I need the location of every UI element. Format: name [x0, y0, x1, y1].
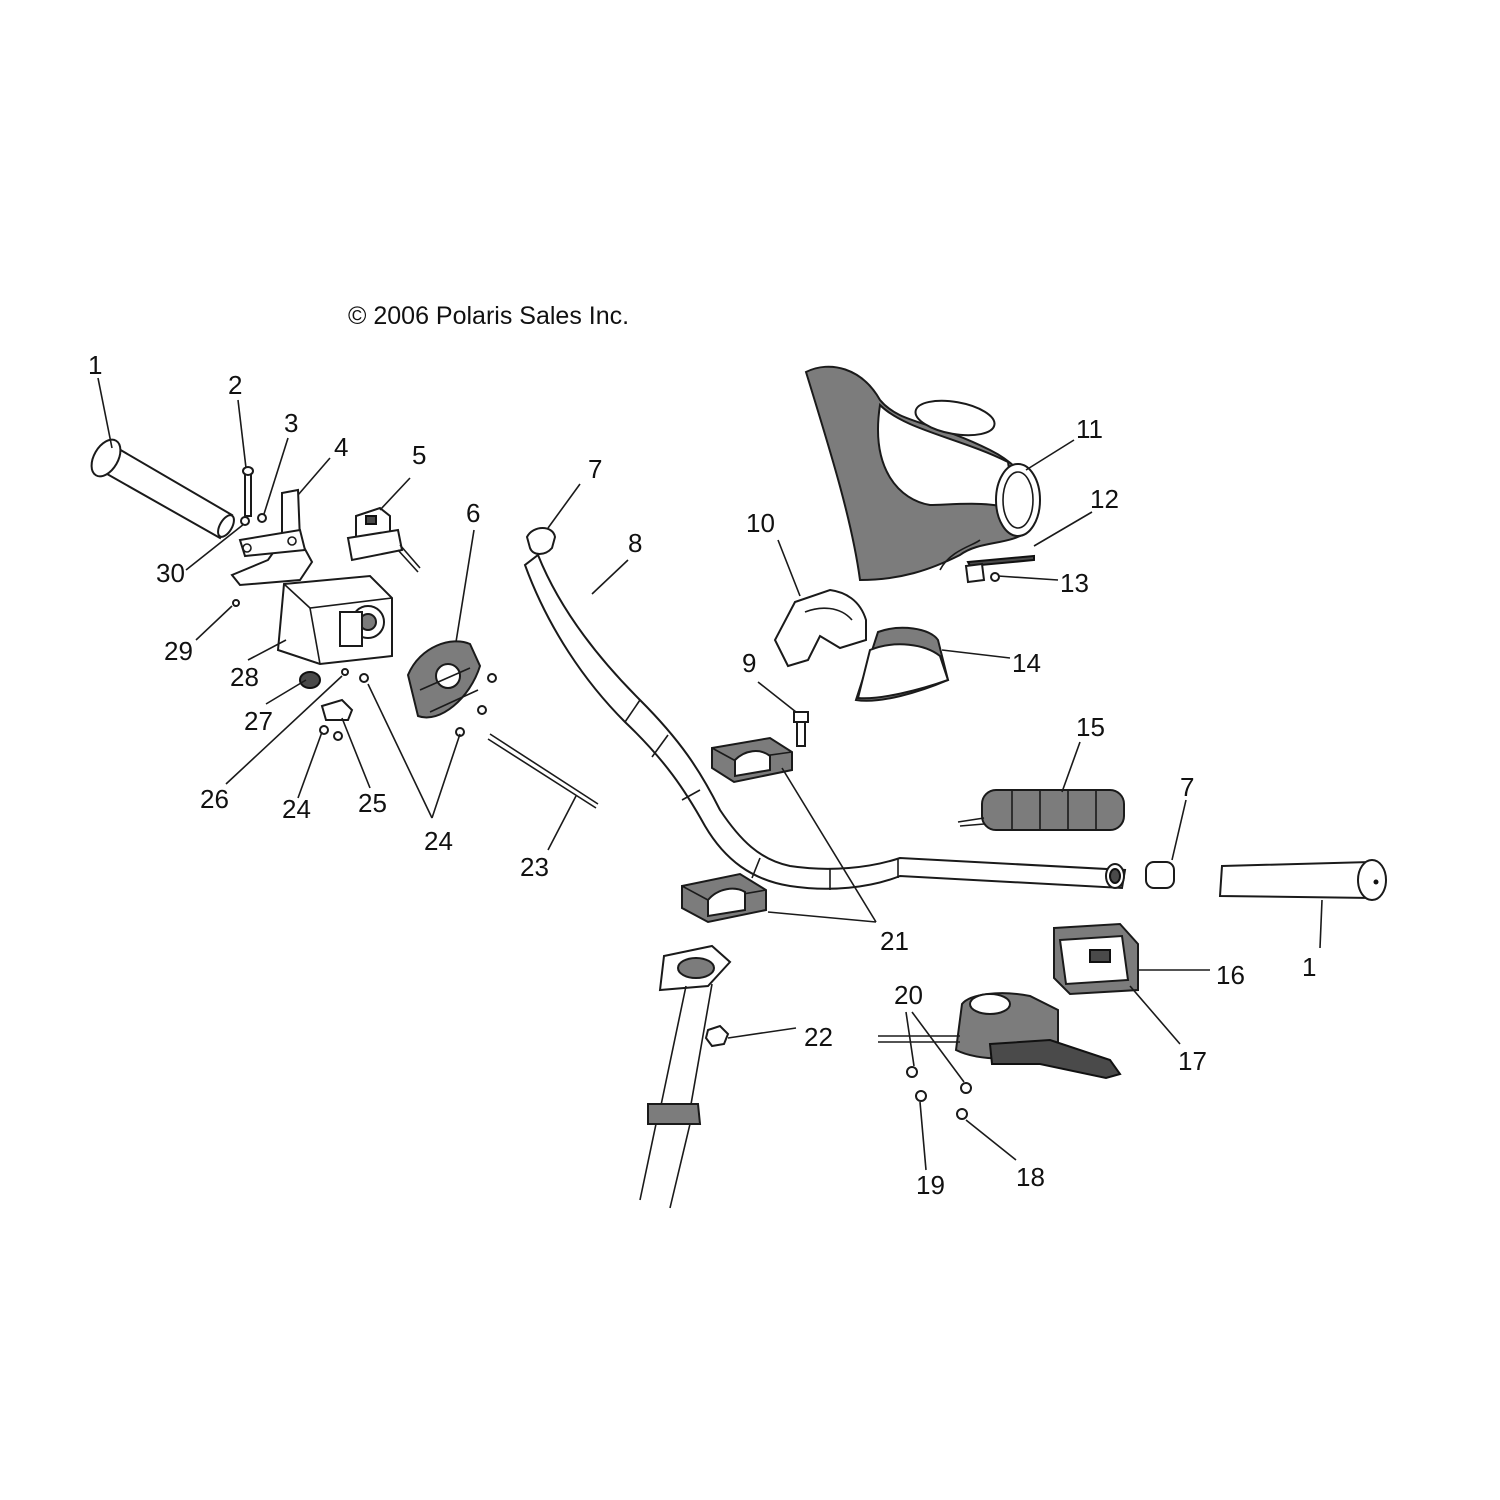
bar-end-plug-left	[525, 527, 557, 555]
callout-8: 8	[628, 528, 642, 558]
callout-5: 5	[412, 440, 426, 470]
throttle-cable	[487, 733, 599, 809]
clamp-lower	[681, 872, 767, 924]
callout-28: 28	[230, 662, 259, 692]
callout-12: 12	[1090, 484, 1119, 514]
callout-1-left: 1	[88, 350, 102, 380]
callout-29: 29	[164, 636, 193, 666]
pad-bracket	[939, 539, 1035, 584]
callout-30: 30	[156, 558, 185, 588]
screw-29	[232, 599, 240, 607]
grip-heater	[957, 789, 1125, 831]
bar-end-plug-right	[1145, 861, 1175, 889]
switch-housing	[1053, 922, 1139, 996]
throttle-housing	[276, 574, 393, 666]
screw-13	[990, 572, 1000, 582]
bolt-9	[793, 711, 809, 747]
callout-19: 19	[916, 1170, 945, 1200]
callout-24-right: 24	[424, 826, 453, 856]
handlebar-pad	[804, 365, 1041, 582]
callout-27: 27	[244, 706, 273, 736]
throttle-lever	[230, 488, 314, 587]
callout-25: 25	[358, 788, 387, 818]
callout-3: 3	[284, 408, 298, 438]
cover-plate-25	[320, 698, 354, 721]
callout-11: 11	[1076, 414, 1103, 444]
callout-7-left: 7	[588, 454, 602, 484]
callout-21: 21	[880, 926, 909, 956]
callout-26: 26	[200, 784, 229, 814]
callout-20: 20	[894, 980, 923, 1010]
handlebar-cover	[773, 588, 867, 668]
callout-10: 10	[746, 508, 775, 538]
callout-9: 9	[742, 648, 756, 678]
callout-14: 14	[1012, 648, 1041, 678]
pin	[242, 466, 254, 517]
left-grip	[90, 438, 235, 540]
callout-2: 2	[228, 370, 242, 400]
boot-27	[299, 671, 321, 689]
callout-24-left: 24	[282, 794, 311, 824]
steering-post	[639, 944, 732, 1209]
screws-24	[319, 673, 497, 741]
callout-16: 16	[1216, 960, 1245, 990]
switch	[346, 506, 421, 573]
brake-lever-assembly	[878, 992, 1122, 1080]
callout-15: 15	[1076, 712, 1105, 742]
clip-26	[341, 668, 349, 676]
callout-7-right: 7	[1180, 772, 1194, 802]
nut-22	[704, 1024, 730, 1048]
washer-30	[240, 516, 250, 526]
callout-4: 4	[334, 432, 348, 462]
callout-labels: 1 2 3 4 5 6 7 8 9 10 11 12 13 14 15 7 16…	[88, 350, 1316, 1200]
screws-18-20	[906, 1066, 972, 1120]
right-grip	[1218, 859, 1387, 901]
copyright-notice: © 2006 Polaris Sales Inc.	[348, 302, 630, 330]
callout-6: 6	[466, 498, 480, 528]
clamp-upper	[711, 736, 793, 784]
callout-17: 17	[1178, 1046, 1207, 1076]
handlebar	[523, 553, 1127, 890]
callout-18: 18	[1016, 1162, 1045, 1192]
leader-lines	[97, 377, 1323, 1171]
callout-1-right: 1	[1302, 952, 1316, 982]
washer-3	[257, 513, 267, 523]
throttle-cover	[406, 640, 482, 719]
callout-23: 23	[520, 852, 549, 882]
callout-22: 22	[804, 1022, 833, 1052]
callout-13: 13	[1060, 568, 1089, 598]
front-cover	[854, 626, 950, 702]
